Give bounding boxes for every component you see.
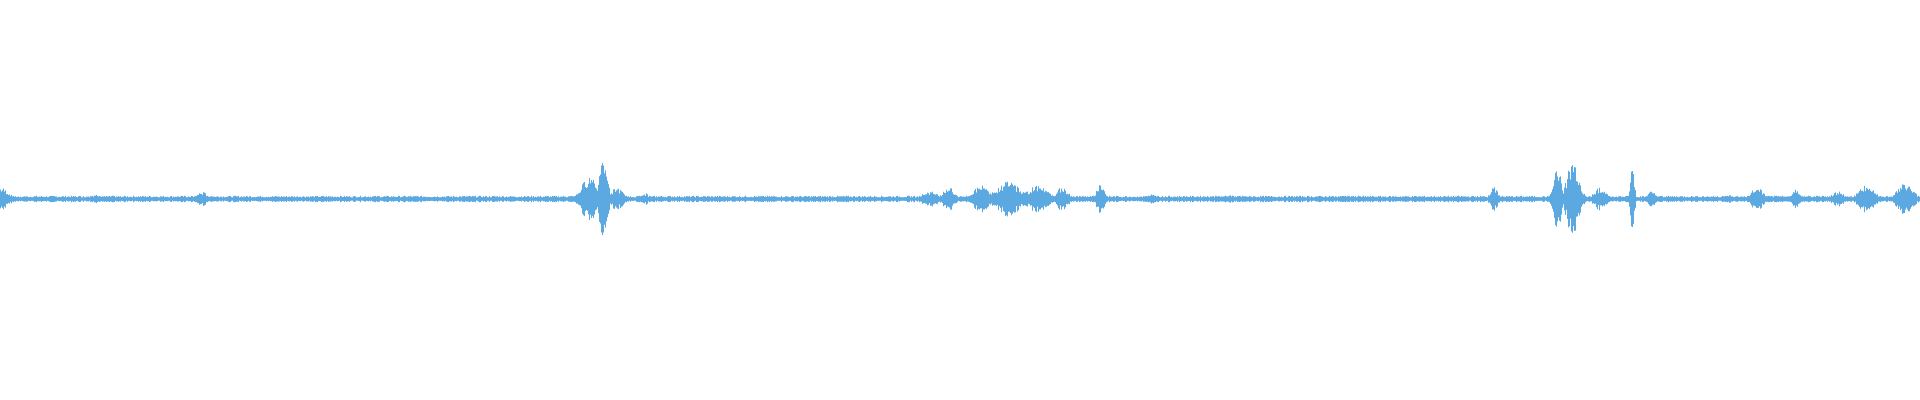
waveform-path [0, 163, 1920, 235]
waveform-bars [0, 163, 1920, 235]
